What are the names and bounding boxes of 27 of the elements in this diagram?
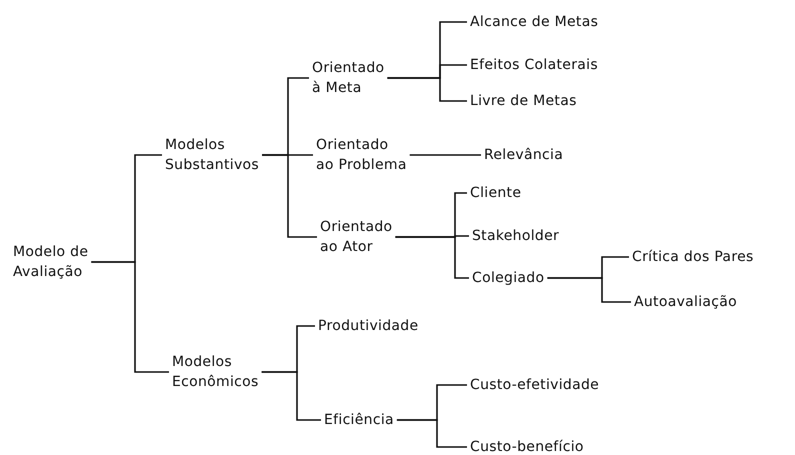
connector-line bbox=[396, 419, 467, 448]
tree-label: Stakeholder bbox=[469, 226, 562, 246]
connector-line bbox=[410, 154, 481, 156]
connector-line bbox=[387, 77, 467, 102]
tree-label: Modelo de Avaliação bbox=[10, 242, 92, 282]
tree-label: Crítica dos Pares bbox=[629, 247, 757, 267]
tree-label: Livre de Metas bbox=[467, 91, 580, 111]
connector-line bbox=[262, 371, 321, 421]
tree-label: Alcance de Metas bbox=[467, 12, 602, 32]
tree-label: Modelos Substantivos bbox=[162, 135, 262, 175]
tree-label: Eficiência bbox=[321, 410, 397, 430]
connector-line bbox=[91, 261, 169, 373]
tree-label: Cliente bbox=[467, 183, 524, 203]
tree-label: Relevância bbox=[481, 145, 566, 165]
tree-label: Orientado à Meta bbox=[309, 58, 388, 98]
tree-label: Autoavaliação bbox=[631, 292, 740, 312]
tree-label: Produtividade bbox=[315, 316, 422, 336]
connector-line bbox=[262, 154, 317, 238]
tree-label: Orientado ao Ator bbox=[317, 217, 396, 257]
tree-label: Custo-efetividade bbox=[467, 375, 602, 395]
connector-line bbox=[395, 236, 469, 279]
tree-label: Modelos Econômicos bbox=[169, 352, 262, 392]
tree-label: Colegiado bbox=[469, 268, 548, 288]
tree-label: Custo-benefício bbox=[467, 437, 587, 455]
tree-label: Efeitos Colaterais bbox=[467, 55, 601, 75]
connector-line bbox=[547, 277, 631, 303]
tree-label: Orientado ao Problema bbox=[313, 135, 410, 175]
